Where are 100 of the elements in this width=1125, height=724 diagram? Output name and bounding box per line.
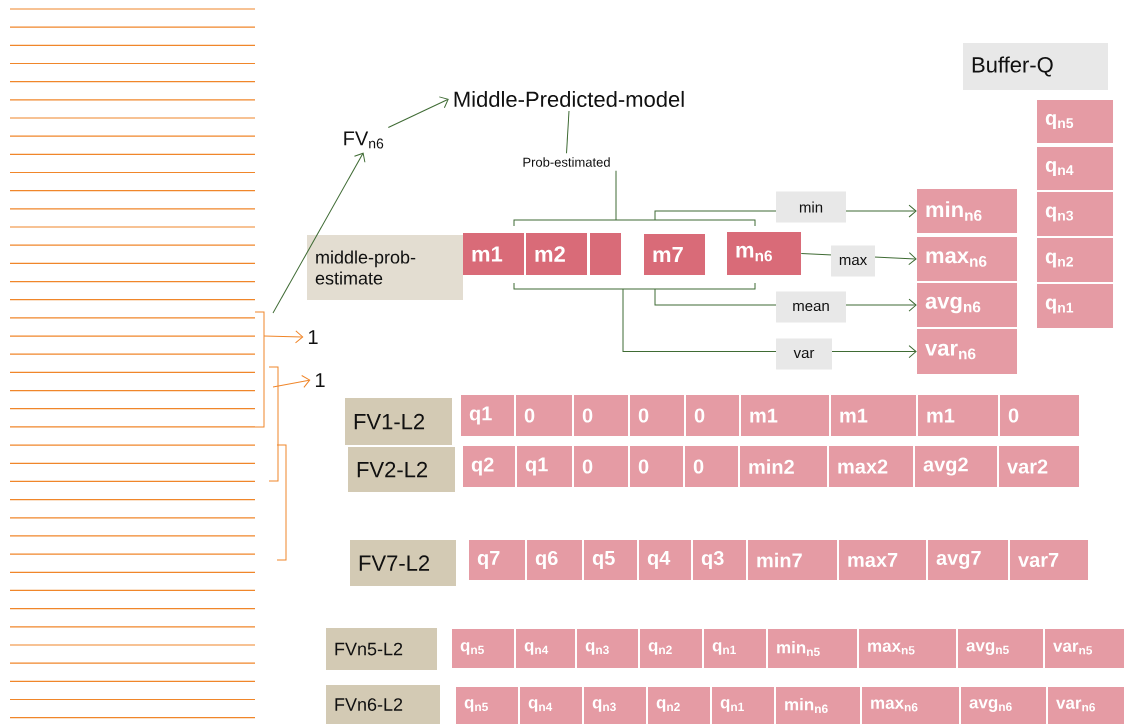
node-label: q$_{n4}$ xyxy=(524,642,549,655)
node-label: min2 xyxy=(749,459,794,474)
node-label: max$_{n6}$ xyxy=(926,251,987,267)
value-cell: q7 xyxy=(469,540,525,580)
node-label: 0 xyxy=(693,459,704,474)
node-label: q$_{n2}$ xyxy=(648,642,672,655)
node-label: q$_{n2}$ xyxy=(1045,252,1074,268)
edge-label: var xyxy=(776,338,832,370)
node-label: var2 xyxy=(1007,459,1048,474)
value-cell: 0 xyxy=(686,395,739,436)
text-label: Prob-estimated xyxy=(523,157,610,167)
value-cell: avg7 xyxy=(928,540,1008,580)
value-cell: q2 xyxy=(463,446,515,487)
value-cell: max$_{n6}$ xyxy=(917,237,1017,281)
node-label: avg$_{n6}$ xyxy=(925,296,981,314)
node-label: m1 xyxy=(472,246,503,262)
node-label: avg$_{n6}$ xyxy=(969,699,1012,712)
value-cell: q$_{n5}$ xyxy=(456,687,518,724)
value-cell: max$_{n5}$ xyxy=(859,629,956,668)
node-label: 0 xyxy=(524,408,535,423)
node-label: min$_{n5}$ xyxy=(777,641,820,657)
node-label: q$_{n1}$ xyxy=(1045,298,1074,314)
model-label: Middle-Predicted-model xyxy=(454,90,684,108)
node-label: avg$_{n5}$ xyxy=(966,642,1009,655)
value-cell: 0 xyxy=(574,395,628,436)
node-label: m1 xyxy=(750,408,778,423)
node-label: FV2-L2 xyxy=(357,461,428,478)
value-cell: 0 xyxy=(574,446,628,487)
value-cell: q$_{n3}$ xyxy=(584,687,646,724)
arrow xyxy=(272,375,311,388)
value-cell: q$_{n2}$ xyxy=(648,687,710,724)
value-cell: m1 xyxy=(918,395,998,436)
edge-label: max xyxy=(831,245,875,277)
node-label: q4 xyxy=(647,551,671,569)
row-label-box: FV2-L2 xyxy=(348,447,455,492)
value-cell: min$_{n5}$ xyxy=(768,629,857,668)
node-label: avg2 xyxy=(923,457,968,476)
queue-cell: q$_{n5}$ xyxy=(1037,100,1113,143)
node-label: m1 xyxy=(840,408,868,423)
value-cell: q3 xyxy=(693,540,746,580)
node-label: 0 xyxy=(638,408,649,423)
node-label: 0 xyxy=(694,408,705,423)
node-label: m2 xyxy=(535,246,565,262)
value-cell: m7 xyxy=(644,234,705,275)
node-label: q$_{n5}$ xyxy=(460,642,484,655)
value-cell: var7 xyxy=(1010,540,1088,580)
node-label: q$_{n1}$ xyxy=(720,699,744,712)
bracket xyxy=(513,282,756,290)
node-label: var7 xyxy=(1018,553,1059,567)
value-cell: max2 xyxy=(829,446,913,487)
node-label: 0 xyxy=(582,408,593,423)
value-cell: m1 xyxy=(463,233,524,275)
arrow xyxy=(387,96,449,128)
edge-label: mean xyxy=(776,291,846,323)
value-cell: var2 xyxy=(999,446,1079,487)
value-cell: q1 xyxy=(517,446,572,487)
value-cell: q5 xyxy=(584,540,637,580)
node-label: max$_{n5}$ xyxy=(868,642,915,655)
node-label: q2 xyxy=(471,457,494,476)
value-cell: q6 xyxy=(527,540,582,580)
node-label: max$_{n6}$ xyxy=(871,699,918,712)
vector-label: FV$_{n6}$ xyxy=(344,131,384,149)
value-cell xyxy=(590,233,621,275)
connector-line xyxy=(615,170,617,221)
queue-cell: q$_{n3}$ xyxy=(1037,192,1113,236)
queue-cell: q$_{n4}$ xyxy=(1037,147,1113,190)
node-label: FV1-L2 xyxy=(354,413,425,430)
value-cell: m1 xyxy=(741,395,829,436)
value-cell: q$_{n1}$ xyxy=(712,687,774,724)
value-cell: q1 xyxy=(461,395,514,436)
value-cell: 0 xyxy=(1000,395,1079,436)
node-label: q$_{n2}$ xyxy=(656,699,680,712)
node-label: q6 xyxy=(535,550,558,570)
value-cell: m$_{n6}$ xyxy=(727,232,801,275)
value-cell: 0 xyxy=(516,395,572,436)
value-cell: max$_{n6}$ xyxy=(862,687,959,724)
value-cell: q$_{n4}$ xyxy=(516,629,575,668)
value-cell: var$_{n6}$ xyxy=(917,329,1017,374)
node-label: q$_{n4}$ xyxy=(1045,161,1074,176)
value-cell: q$_{n2}$ xyxy=(640,629,702,668)
value-cell: 0 xyxy=(630,446,683,487)
node-label: q$_{n3}$ xyxy=(592,699,616,712)
value-cell: m2 xyxy=(526,233,587,275)
bracket xyxy=(513,219,756,227)
node-label: 0 xyxy=(1008,408,1019,423)
node-label: var$_{n6}$ xyxy=(1056,699,1095,712)
node-label: q$_{n3}$ xyxy=(1045,206,1074,222)
connector-line xyxy=(566,110,570,154)
value-cell: avg$_{n5}$ xyxy=(958,629,1043,668)
value-cell: 0 xyxy=(630,395,684,436)
node-label: var$_{n5}$ xyxy=(1053,642,1093,655)
node-label: m1 xyxy=(927,408,955,423)
value-cell: q$_{n3}$ xyxy=(577,629,638,668)
label-box: Buffer-Q xyxy=(963,43,1108,90)
value-cell: var$_{n6}$ xyxy=(1048,687,1124,724)
value-cell: avg$_{n6}$ xyxy=(917,283,1017,327)
node-label: q$_{n5}$ xyxy=(464,699,488,712)
value-cell: avg2 xyxy=(915,446,997,487)
value-cell: min2 xyxy=(740,446,827,487)
arrow xyxy=(263,330,304,344)
